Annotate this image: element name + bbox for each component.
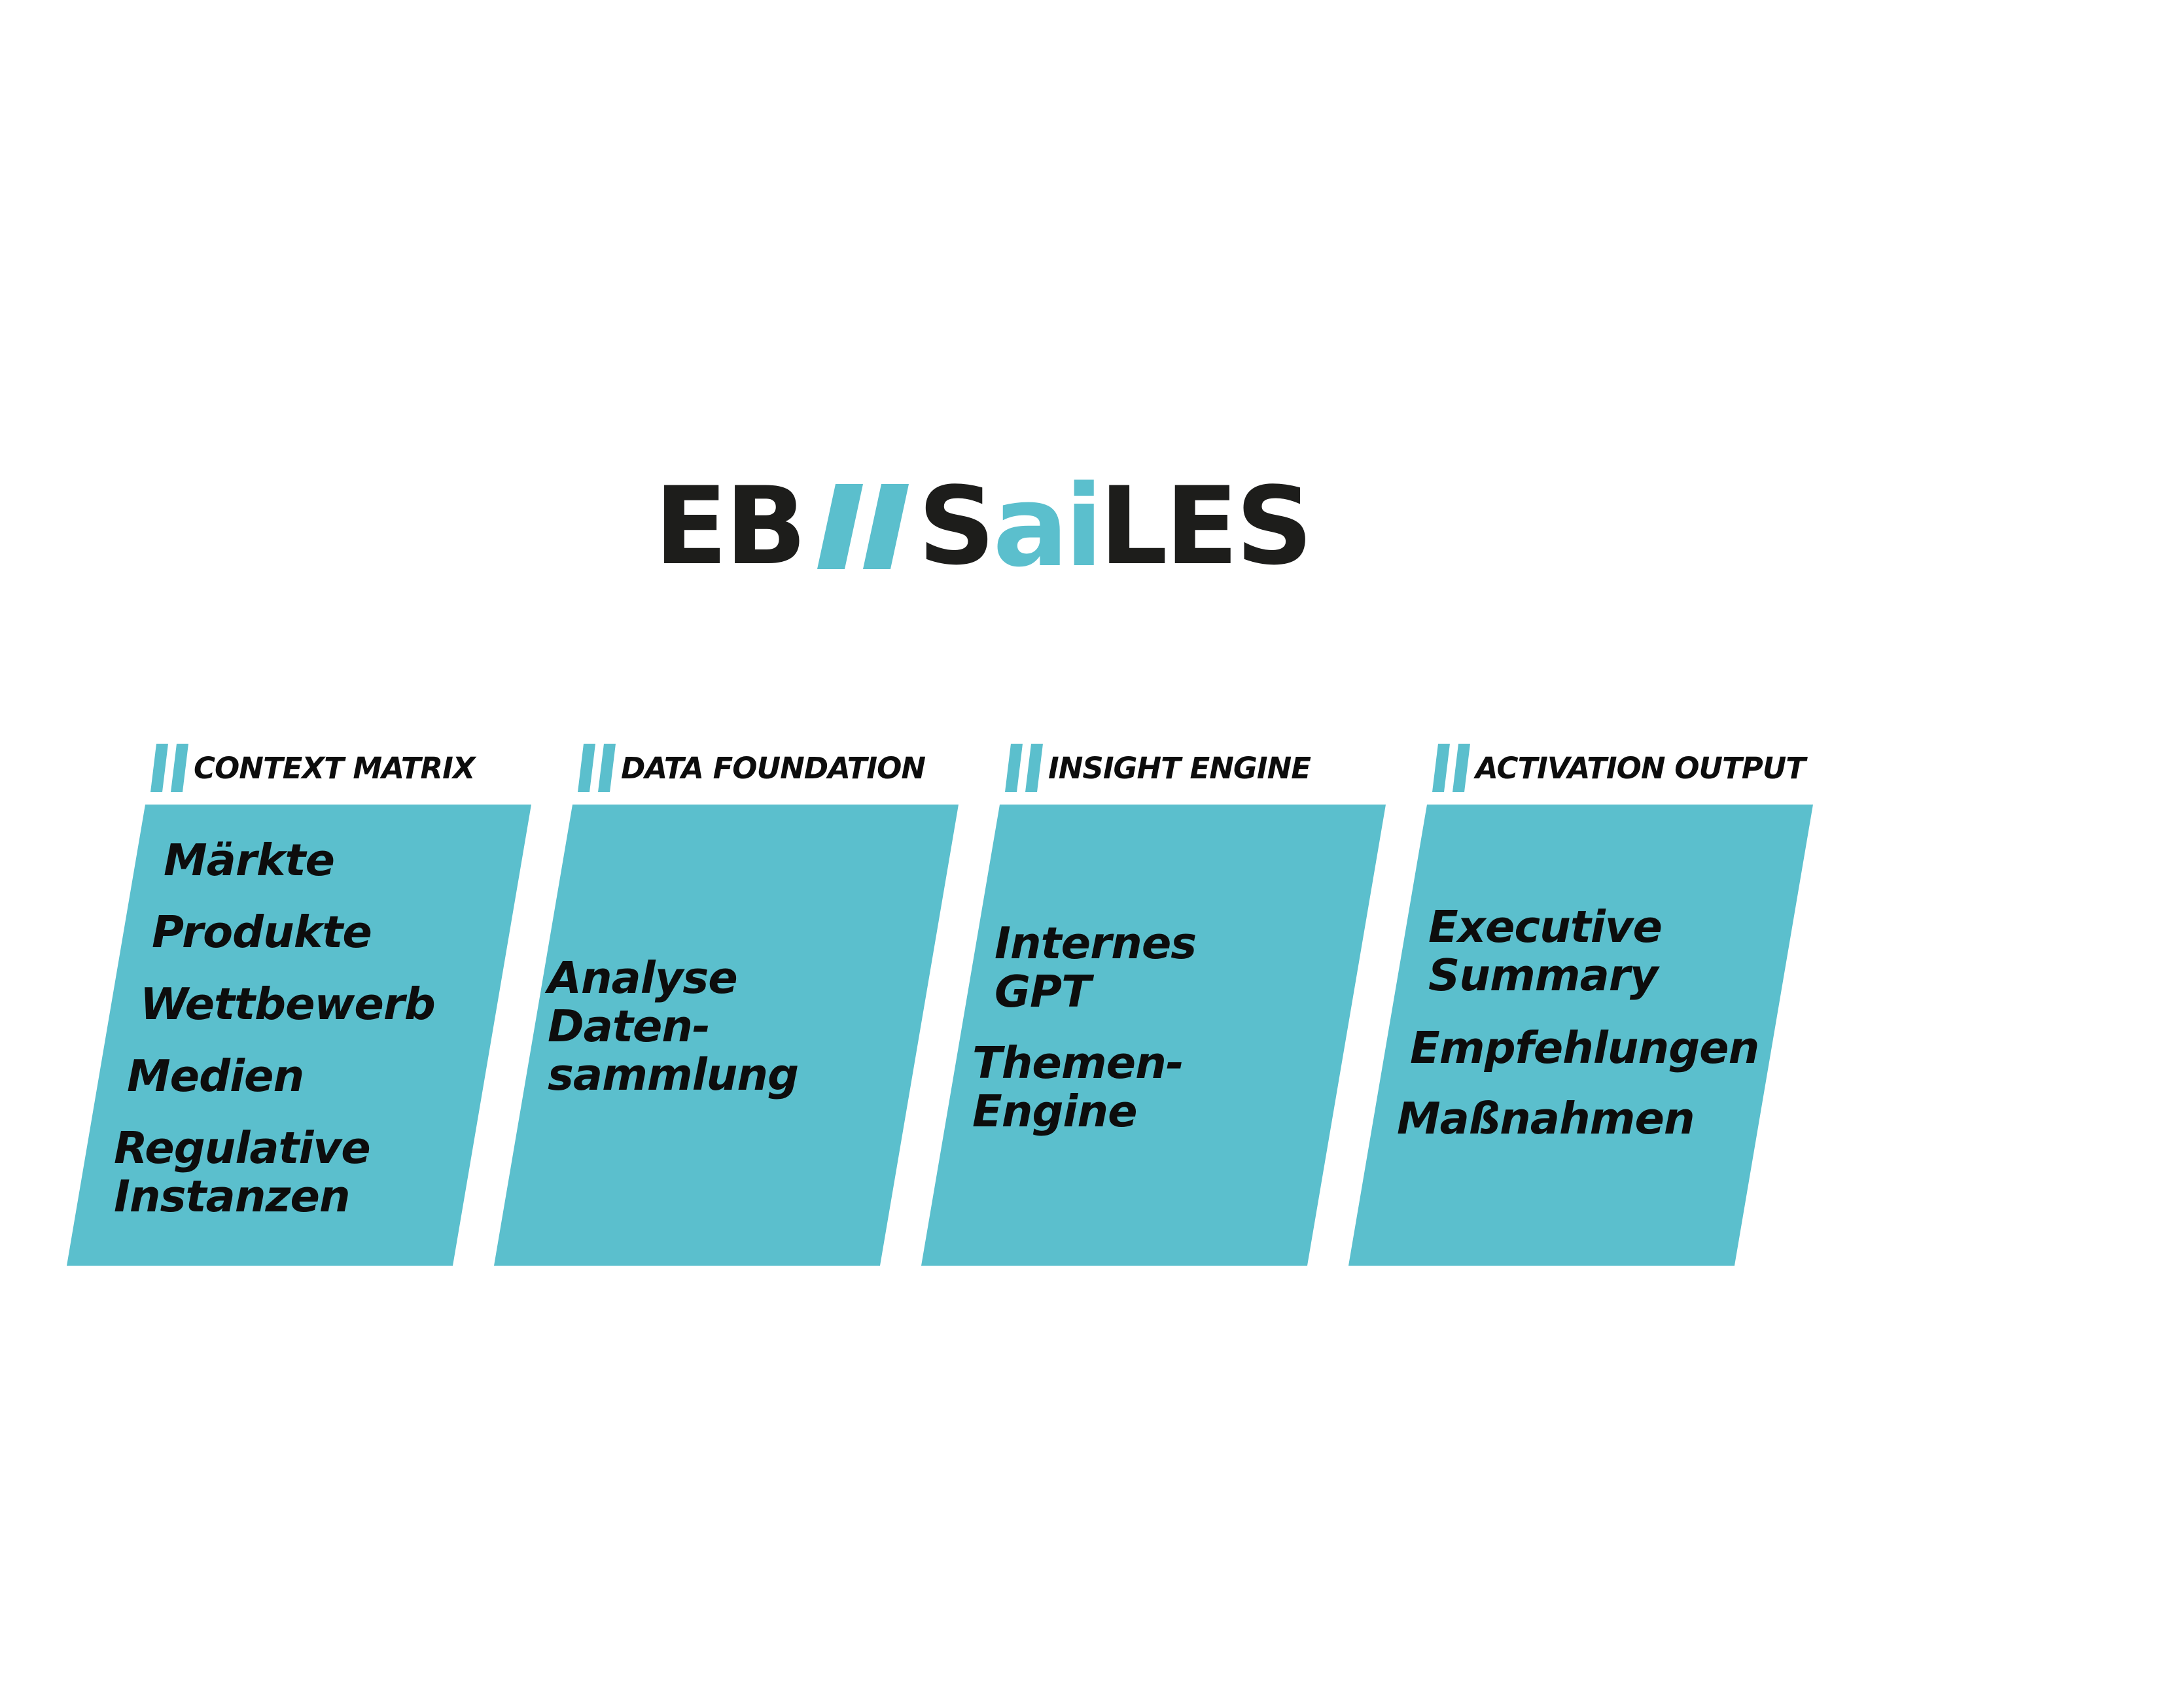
card-shape bbox=[67, 805, 531, 1266]
list-item: Medien bbox=[127, 1050, 304, 1102]
logo-text-eb: EB bbox=[654, 464, 807, 589]
column-data-foundation: DATA FOUNDATION Analyse Daten- sammlung bbox=[494, 733, 965, 1269]
card-shape bbox=[1348, 805, 1813, 1266]
column-activation-output: ACTIVATION OUTPUT Executive Summary Empf… bbox=[1348, 733, 1820, 1269]
double-slash-icon bbox=[578, 744, 616, 792]
list-item: Produkte bbox=[152, 907, 372, 958]
parallelogram-card: Analyse Daten- sammlung bbox=[494, 805, 965, 1266]
card-shape bbox=[921, 805, 1386, 1266]
list-item: Analyse Daten- sammlung bbox=[548, 952, 799, 1100]
parallelogram-card: Märkte Produkte Wettbewerb Medien Regula… bbox=[67, 805, 538, 1266]
column-insight-engine: INSIGHT ENGINE Internes GPT Themen- Engi… bbox=[921, 733, 1392, 1269]
double-slash-icon bbox=[150, 744, 188, 792]
card-shape bbox=[494, 805, 959, 1266]
logo-double-slash-icon bbox=[817, 484, 909, 569]
list-item: Internes GPT bbox=[995, 918, 1197, 1017]
logo-text-s: S bbox=[918, 464, 995, 589]
parallelogram-card: Internes GPT Themen- Engine bbox=[921, 805, 1392, 1266]
double-slash-icon bbox=[1005, 744, 1043, 792]
parallelogram-card: Executive Summary Empfehlungen Maßnahmen bbox=[1348, 805, 1820, 1266]
column-header: DATA FOUNDATION bbox=[578, 743, 926, 793]
column-header: INSIGHT ENGINE bbox=[1005, 743, 1311, 793]
list-item: Wettbewerb bbox=[140, 979, 436, 1030]
column-title: ACTIVATION OUTPUT bbox=[1475, 750, 1806, 786]
column-title: INSIGHT ENGINE bbox=[1048, 750, 1311, 786]
list-item: Themen- Engine bbox=[972, 1037, 1184, 1137]
list-item: Märkte bbox=[164, 835, 335, 886]
list-item: Empfehlungen bbox=[1410, 1022, 1759, 1073]
column-header: CONTEXT MATRIX bbox=[150, 743, 476, 793]
logo-text-ai: ai bbox=[993, 460, 1103, 592]
column-header: ACTIVATION OUTPUT bbox=[1432, 743, 1806, 793]
list-item: Executive Summary bbox=[1428, 901, 1663, 1001]
column-title: DATA FOUNDATION bbox=[621, 750, 926, 786]
column-context-matrix: CONTEXT MATRIX Märkte Produkte Wettbewer… bbox=[67, 733, 538, 1269]
double-slash-icon bbox=[1432, 744, 1470, 792]
logo-text-les: LES bbox=[1099, 464, 1313, 589]
list-item: Maßnahmen bbox=[1397, 1093, 1695, 1144]
eb-sailes-logo: EB S ai LES bbox=[654, 460, 1313, 592]
list-item: Regulative Instanzen bbox=[114, 1122, 371, 1222]
column-title: CONTEXT MATRIX bbox=[194, 750, 476, 786]
